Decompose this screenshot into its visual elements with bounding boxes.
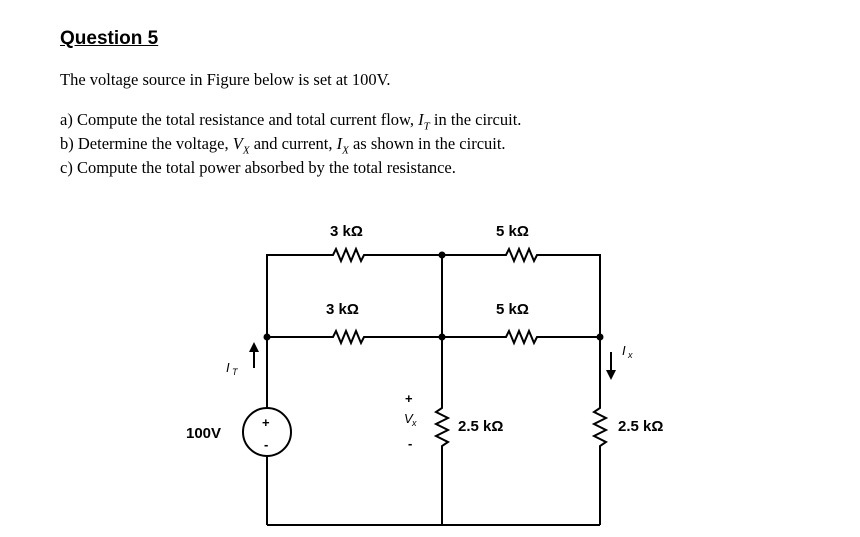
resistor-top-right (500, 246, 545, 264)
source-minus: - (264, 437, 268, 452)
part-b-suffix: as shown in the circuit. (348, 134, 506, 153)
part-b-mid: and current, (249, 134, 337, 153)
vx-plus: + (405, 391, 413, 406)
part-a-sub: T (423, 120, 430, 133)
part-a-prefix: a) Compute the total resistance and tota… (60, 110, 419, 129)
source-plus: + (262, 415, 270, 430)
label-ix-sub: x (627, 350, 633, 360)
vx-minus: - (408, 436, 412, 451)
resistor-right (591, 404, 609, 452)
question-title: Question 5 (60, 28, 159, 49)
part-b-var2: I (336, 134, 343, 153)
part-b-prefix: b) Determine the voltage, (60, 134, 233, 153)
question-intro: The voltage source in Figure below is se… (60, 70, 391, 89)
label-it-sub: T (232, 367, 239, 377)
junction-mid-center (438, 333, 446, 341)
label-it-var: I (226, 360, 230, 375)
label-ix-var: I (622, 343, 626, 358)
it-arrow-head (249, 342, 259, 352)
label-r-top-left: 3 kΩ (330, 223, 363, 240)
resistor-mid-right (500, 328, 545, 346)
part-a-suffix: in the circuit. (429, 110, 522, 129)
junction-top-center (438, 251, 446, 259)
label-source: 100V (186, 425, 221, 442)
part-a: a) Compute the total resistance and tota… (60, 110, 521, 132)
wire-top-branch (266, 254, 327, 337)
ix-arrow-head (606, 370, 616, 380)
label-r-top-right: 5 kΩ (496, 223, 529, 240)
resistor-top-left (327, 246, 372, 264)
part-c: c) Compute the total power absorbed by t… (60, 158, 456, 177)
label-r-mid-left: 3 kΩ (326, 301, 359, 318)
label-vx-var: V (404, 411, 414, 426)
wires (242, 246, 612, 526)
label-vx-sub: x (411, 418, 417, 428)
label-r-right: 2.5 kΩ (618, 418, 663, 435)
label-r-mid-right: 5 kΩ (496, 301, 529, 318)
part-b-sub2: X (342, 144, 349, 157)
voltage-source (242, 407, 292, 457)
resistor-center (433, 404, 451, 452)
part-b: b) Determine the voltage, VX and current… (60, 134, 506, 156)
junction-left (263, 333, 271, 341)
part-b-sub1: X (242, 144, 250, 157)
resistor-mid-left (327, 328, 372, 346)
junction-right (596, 333, 604, 341)
wire-top-right (545, 254, 601, 337)
label-r-center: 2.5 kΩ (458, 418, 503, 435)
part-b-var1: V (232, 134, 243, 153)
part-a-var: I (418, 110, 424, 129)
